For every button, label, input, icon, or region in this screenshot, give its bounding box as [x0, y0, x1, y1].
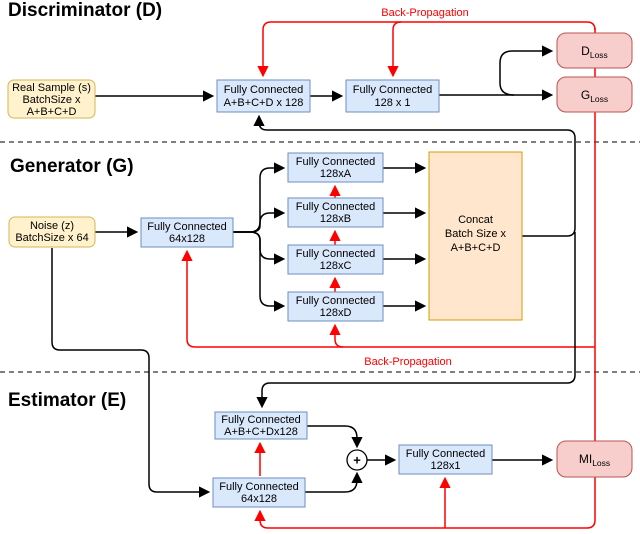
node-est-fc1: Fully Connected A+B+C+Dx128	[214, 411, 308, 440]
node-disc-fc1: Fully Connected A+B+C+D x 128	[216, 79, 311, 113]
node-gen-fc-c: Fully Connected 128xC	[287, 244, 384, 275]
sum-circle	[346, 449, 368, 471]
backprop-label-generator: Back-Propagation	[364, 356, 451, 368]
wire-concat-to-est-fc1	[256, 232, 576, 409]
gen-fc-in-line2: 64x128	[169, 233, 205, 245]
plus-icon: +	[353, 453, 361, 468]
d-loss-box	[556, 32, 633, 69]
disc-fc2-line1: Fully Connected	[353, 84, 433, 96]
est-fc3-box	[398, 444, 493, 475]
node-disc-fc2: Fully Connected 128 x 1	[345, 79, 440, 113]
noise-line1: Noise (z)	[30, 220, 74, 232]
wire-est-fc2-to-sum	[305, 471, 363, 493]
backprop-wire-to-disc-fc1	[257, 21, 596, 78]
wire-disc-fc2-to-d-loss	[499, 45, 554, 96]
gen-fc-a-line1: Fully Connected	[296, 156, 376, 168]
forward-wires	[51, 45, 576, 498]
est-fc1-box	[214, 411, 308, 440]
real-sample-line3: A+B+C+D	[27, 106, 77, 118]
gen-fc-b-box	[287, 197, 384, 228]
gen-fc-d-line2: 128xD	[320, 307, 352, 319]
node-g-loss: GLoss	[556, 76, 633, 113]
est-fc2-line2: 64x128	[241, 493, 277, 505]
backprop-label-discriminator: Back-Propagation	[381, 7, 468, 19]
node-gen-fc-a: Fully Connected 128xA	[287, 152, 384, 183]
concat-line2: Batch Size x	[445, 228, 507, 240]
node-sum-junction: +	[346, 449, 368, 471]
wire-est-fc1-to-sum	[307, 425, 363, 449]
mi-loss-box	[556, 440, 633, 478]
real-sample-line2: BatchSize x	[22, 94, 81, 106]
node-concat: Concat Batch Size x A+B+C+D	[428, 151, 523, 321]
gen-fc-d-line1: Fully Connected	[296, 295, 376, 307]
wire-gen-fc-in-to-c	[233, 231, 286, 265]
node-gen-fc-in: Fully Connected 64x128	[140, 217, 234, 248]
noise-box	[8, 216, 96, 248]
gen-fc-in-box	[140, 217, 234, 248]
est-fc3-line1: Fully Connected	[406, 448, 486, 460]
noise-line2: BatchSize x 64	[15, 232, 88, 244]
gen-fc-b-line1: Fully Connected	[296, 201, 376, 213]
est-fc1-line1: Fully Connected	[221, 414, 301, 426]
gen-fc-a-box	[287, 152, 384, 183]
est-fc2-box	[212, 477, 306, 508]
backprop-wire-to-gen-fc-d	[329, 323, 344, 348]
node-est-fc3: Fully Connected 128x1	[398, 444, 493, 475]
mi-loss-label: MILoss	[579, 452, 610, 468]
d-loss-label: DLoss	[581, 44, 608, 60]
est-fc3-line2: 128x1	[431, 460, 461, 472]
disc-fc2-line2: 128 x 1	[374, 97, 410, 109]
estimator-section-title: Estimator (E)	[8, 390, 126, 411]
disc-fc1-line2: A+B+C+D x 128	[224, 97, 304, 109]
g-loss-box	[556, 76, 633, 113]
wire-gen-fc-in-to-a	[233, 162, 286, 233]
wire-noise-to-est-fc2	[51, 248, 211, 498]
node-real-sample: Real Sample (s) BatchSize x A+B+C+D	[7, 79, 96, 119]
backprop-wire-to-gen-fc-in	[181, 249, 595, 348]
concat-box	[428, 151, 523, 321]
real-sample-line1: Real Sample (s)	[12, 82, 91, 94]
discriminator-section-title: Discriminator (D)	[8, 0, 162, 21]
node-est-fc2: Fully Connected 64x128	[212, 477, 306, 508]
gen-fc-in-line1: Fully Connected	[147, 221, 227, 233]
est-fc1-line2: A+B+C+Dx128	[224, 426, 298, 438]
backprop-wire-loss-to-est-fc2	[254, 28, 596, 529]
disc-fc2-box	[345, 79, 440, 113]
backprop-wire-to-disc-fc2	[387, 21, 402, 78]
wire-concat-to-disc-fc1	[253, 114, 576, 237]
node-gen-fc-b: Fully Connected 128xB	[287, 197, 384, 228]
node-noise: Noise (z) BatchSize x 64	[8, 216, 96, 248]
est-fc2-line1: Fully Connected	[219, 481, 299, 493]
disc-fc1-line1: Fully Connected	[224, 84, 304, 96]
node-gen-fc-d: Fully Connected 128xD	[287, 291, 384, 322]
wire-gen-fc-in-to-d	[233, 231, 286, 312]
gen-fc-a-line2: 128xA	[320, 168, 352, 180]
gen-fc-c-box	[287, 244, 384, 275]
node-d-loss: DLoss	[556, 32, 633, 69]
concat-line3: A+B+C+D	[451, 242, 501, 254]
g-loss-label: GLoss	[581, 88, 608, 104]
concat-line1: Concat	[458, 214, 493, 226]
generator-section-title: Generator (G)	[10, 156, 134, 177]
gen-fc-b-line2: 128xB	[320, 213, 351, 225]
gen-fc-d-box	[287, 291, 384, 322]
real-sample-box	[7, 79, 96, 119]
gen-fc-c-line1: Fully Connected	[296, 248, 376, 260]
gen-fc-c-line2: 128xC	[320, 260, 352, 272]
disc-fc1-box	[216, 79, 311, 113]
backprop-wires	[181, 21, 596, 529]
node-mi-loss: MILoss	[556, 440, 633, 478]
